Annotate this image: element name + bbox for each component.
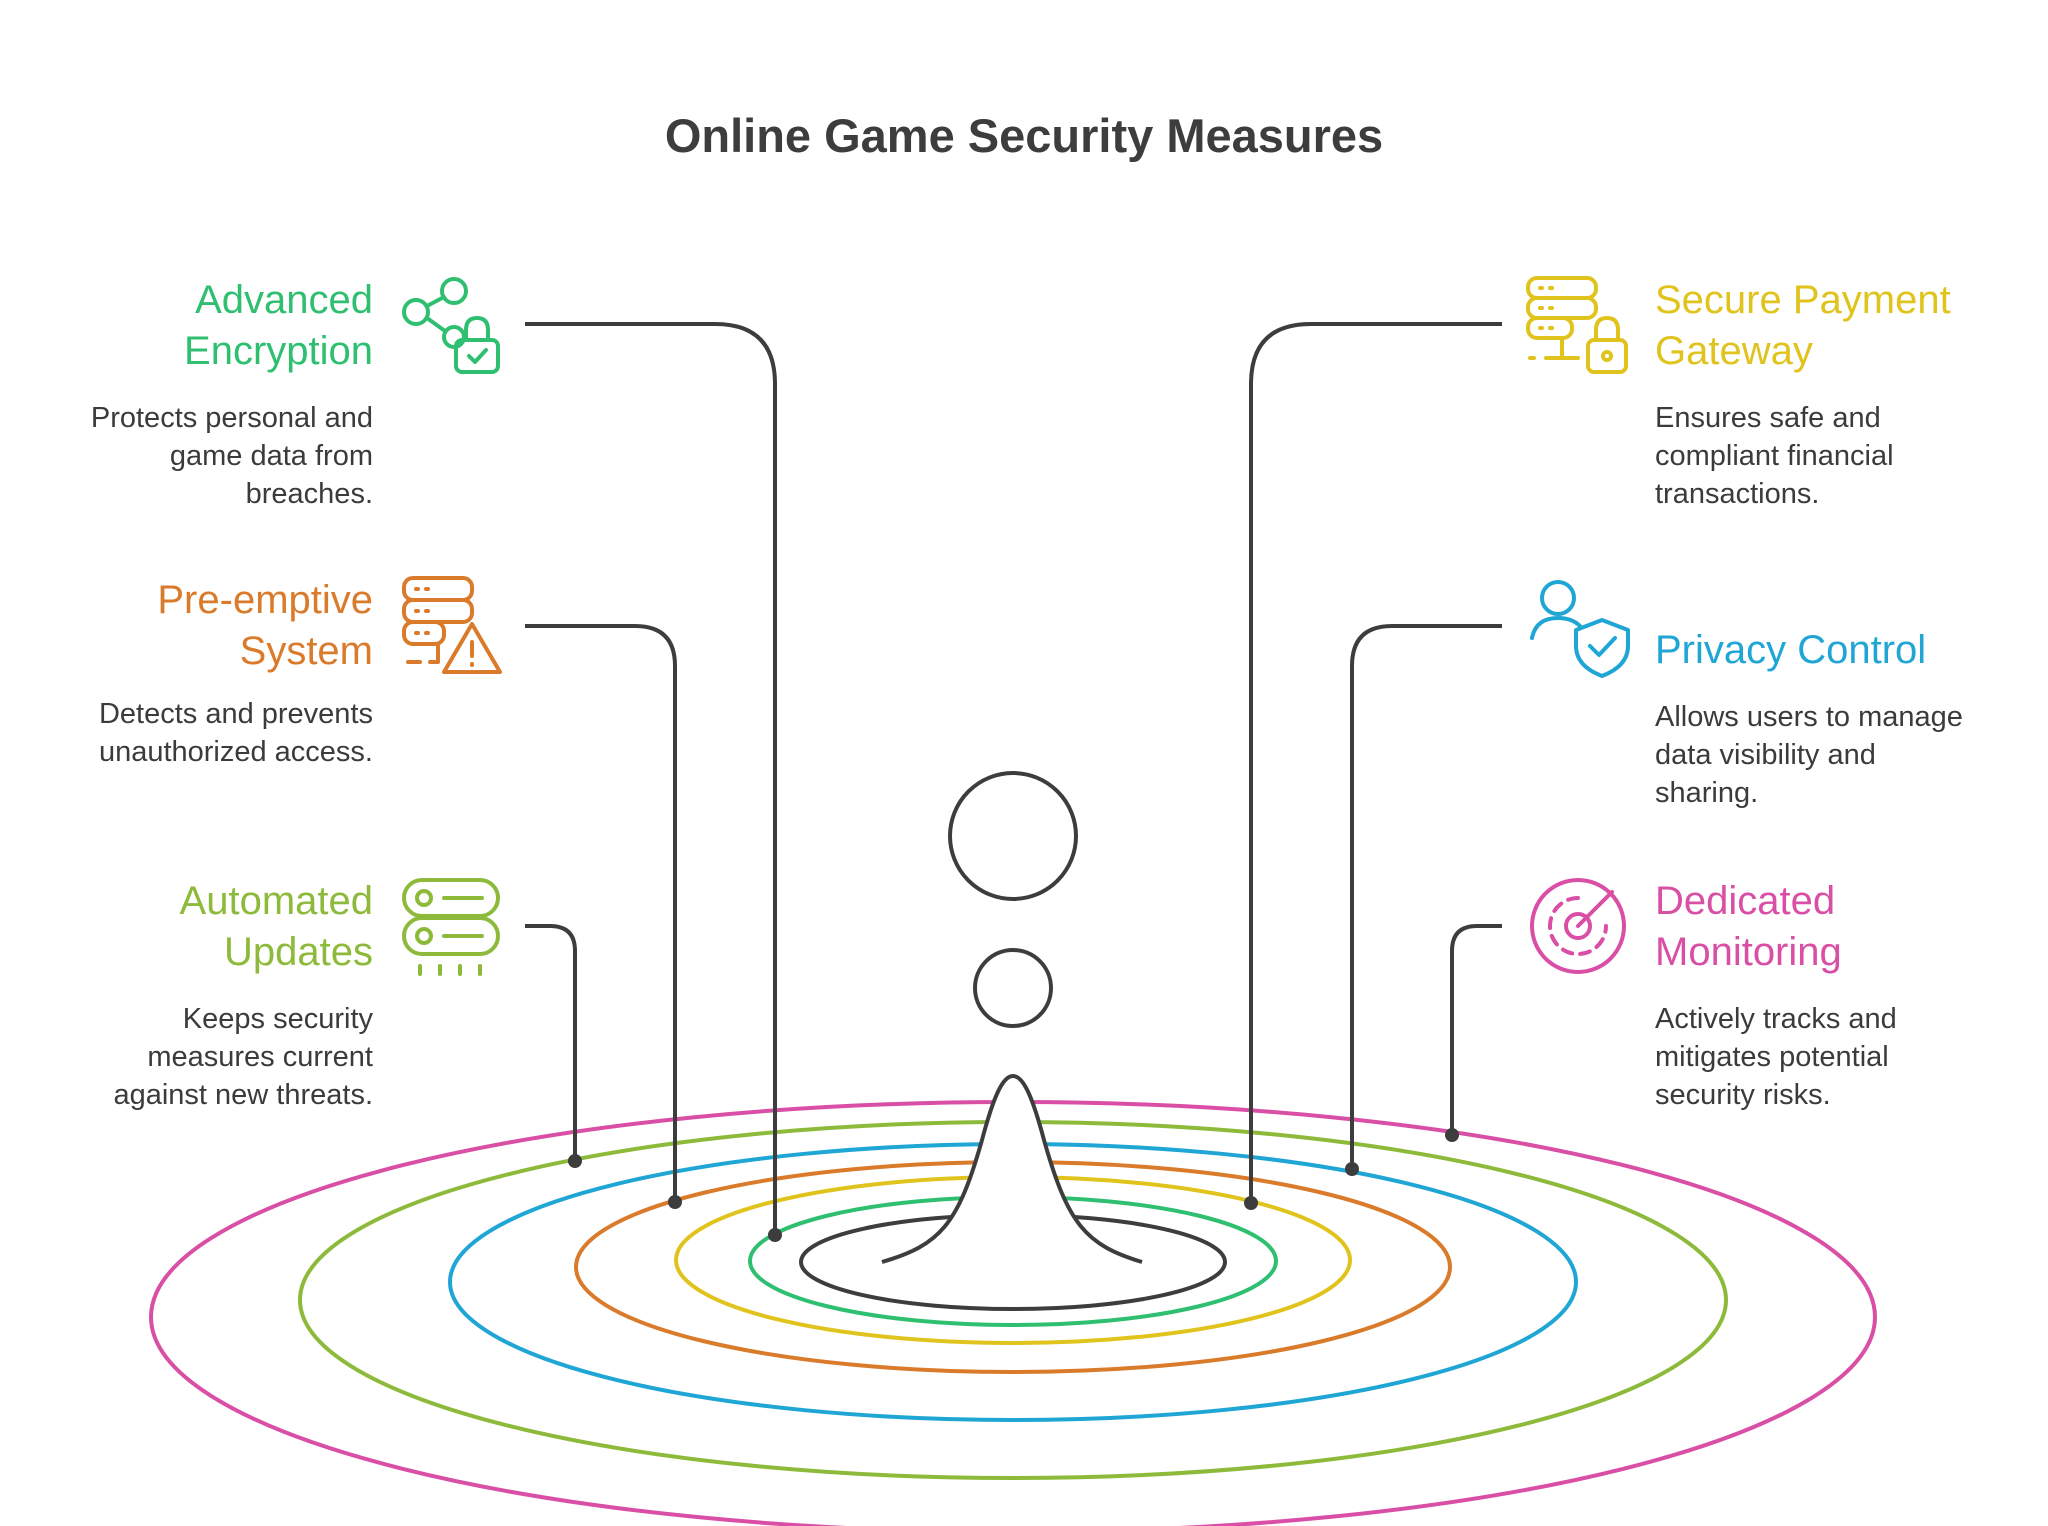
- item-privacy-control: Privacy Control Allows users to manage d…: [1655, 625, 2035, 812]
- desc-line: Actively tracks and: [1655, 1003, 1897, 1035]
- item-description: Ensures safe and compliant financial tra…: [1655, 399, 2015, 513]
- server-warning-icon: [402, 576, 502, 674]
- item-title-line2: Encryption: [184, 329, 373, 373]
- desc-line: measures current: [147, 1041, 373, 1073]
- desc-line: Allows users to manage: [1655, 701, 1963, 733]
- droplet-small: [973, 948, 1053, 1028]
- connector-pre-emptive-system: [525, 624, 677, 1202]
- item-pre-emptive-system: Pre-emptive System Detects and prevents …: [40, 575, 373, 771]
- desc-line: mitigates potential: [1655, 1041, 1889, 1073]
- desc-line: data visibility and: [1655, 739, 1876, 771]
- item-title-line1: Privacy Control: [1655, 628, 1927, 672]
- connector-dot-pre-emptive-system: [668, 1195, 682, 1209]
- item-dedicated-monitoring: Dedicated Monitoring Actively tracks and…: [1655, 876, 2015, 1114]
- connector-secure-payment-gateway: [1249, 322, 1502, 1203]
- connector-dot-automated-updates: [568, 1154, 582, 1168]
- item-title: Privacy Control: [1655, 625, 2035, 676]
- item-title-line1: Advanced: [195, 278, 373, 322]
- share-lock-icon: [402, 277, 500, 374]
- item-advanced-encryption: Advanced Encryption Protects personal an…: [40, 275, 373, 513]
- item-description: Keeps security measures current against …: [40, 1000, 373, 1114]
- droplet-large: [948, 771, 1078, 901]
- item-secure-payment-gateway: Secure Payment Gateway Ensures safe and …: [1655, 275, 2015, 513]
- radar-icon: [1530, 878, 1626, 974]
- item-description: Actively tracks and mitigates potential …: [1655, 1000, 2015, 1114]
- connector-dot-dedicated-monitoring: [1445, 1128, 1459, 1142]
- user-shield-icon: [1530, 580, 1630, 678]
- desc-line: Keeps security: [182, 1003, 373, 1035]
- desc-line: game data from: [169, 440, 373, 472]
- item-description: Detects and prevents unauthorized access…: [40, 695, 373, 771]
- item-title: Secure Payment Gateway: [1655, 275, 2015, 377]
- item-title: Dedicated Monitoring: [1655, 876, 2015, 978]
- connector-advanced-encryption: [525, 322, 777, 1234]
- item-title: Advanced Encryption: [40, 275, 373, 377]
- item-title-line1: Automated: [179, 879, 373, 923]
- connector-privacy-control: [1350, 624, 1502, 1169]
- connector-dedicated-monitoring: [1450, 924, 1502, 1135]
- desc-line: Detects and prevents: [98, 698, 373, 730]
- item-title-line1: Pre-emptive: [157, 578, 373, 622]
- splash-column: [882, 1076, 1142, 1262]
- desc-line: breaches.: [245, 478, 373, 510]
- item-description: Protects personal and game data from bre…: [40, 399, 373, 513]
- desc-line: transactions.: [1655, 478, 1820, 510]
- item-title-line2: Monitoring: [1655, 930, 1842, 974]
- item-automated-updates: Automated Updates Keeps security measure…: [40, 876, 373, 1114]
- server-update-icon: [402, 878, 500, 976]
- connector-dot-secure-payment-gateway: [1244, 1196, 1258, 1210]
- desc-line: compliant financial: [1655, 440, 1894, 472]
- item-title: Pre-emptive System: [40, 575, 373, 677]
- desc-line: Ensures safe and: [1655, 402, 1881, 434]
- item-title-line2: Gateway: [1655, 329, 1813, 373]
- desc-line: against new threats.: [113, 1079, 373, 1111]
- desc-line: unauthorized access.: [98, 736, 373, 768]
- item-title: Automated Updates: [40, 876, 373, 978]
- desc-line: security risks.: [1655, 1079, 1831, 1111]
- desc-line: Protects personal and: [90, 402, 373, 434]
- item-title-line1: Secure Payment: [1655, 278, 1951, 322]
- connector-dot-privacy-control: [1345, 1162, 1359, 1176]
- item-title-line2: Updates: [224, 930, 373, 974]
- item-title-line2: System: [239, 629, 373, 673]
- item-title-line1: Dedicated: [1655, 879, 1836, 923]
- splash-column-outline: [881, 1073, 1143, 1264]
- connector-dot-advanced-encryption: [768, 1228, 782, 1242]
- page-title: Online Game Security Measures: [664, 109, 1384, 162]
- server-lock-icon: [1526, 276, 1628, 374]
- desc-line: sharing.: [1655, 777, 1759, 809]
- item-description: Allows users to manage data visibility a…: [1655, 698, 2035, 812]
- connector-automated-updates: [525, 924, 577, 1160]
